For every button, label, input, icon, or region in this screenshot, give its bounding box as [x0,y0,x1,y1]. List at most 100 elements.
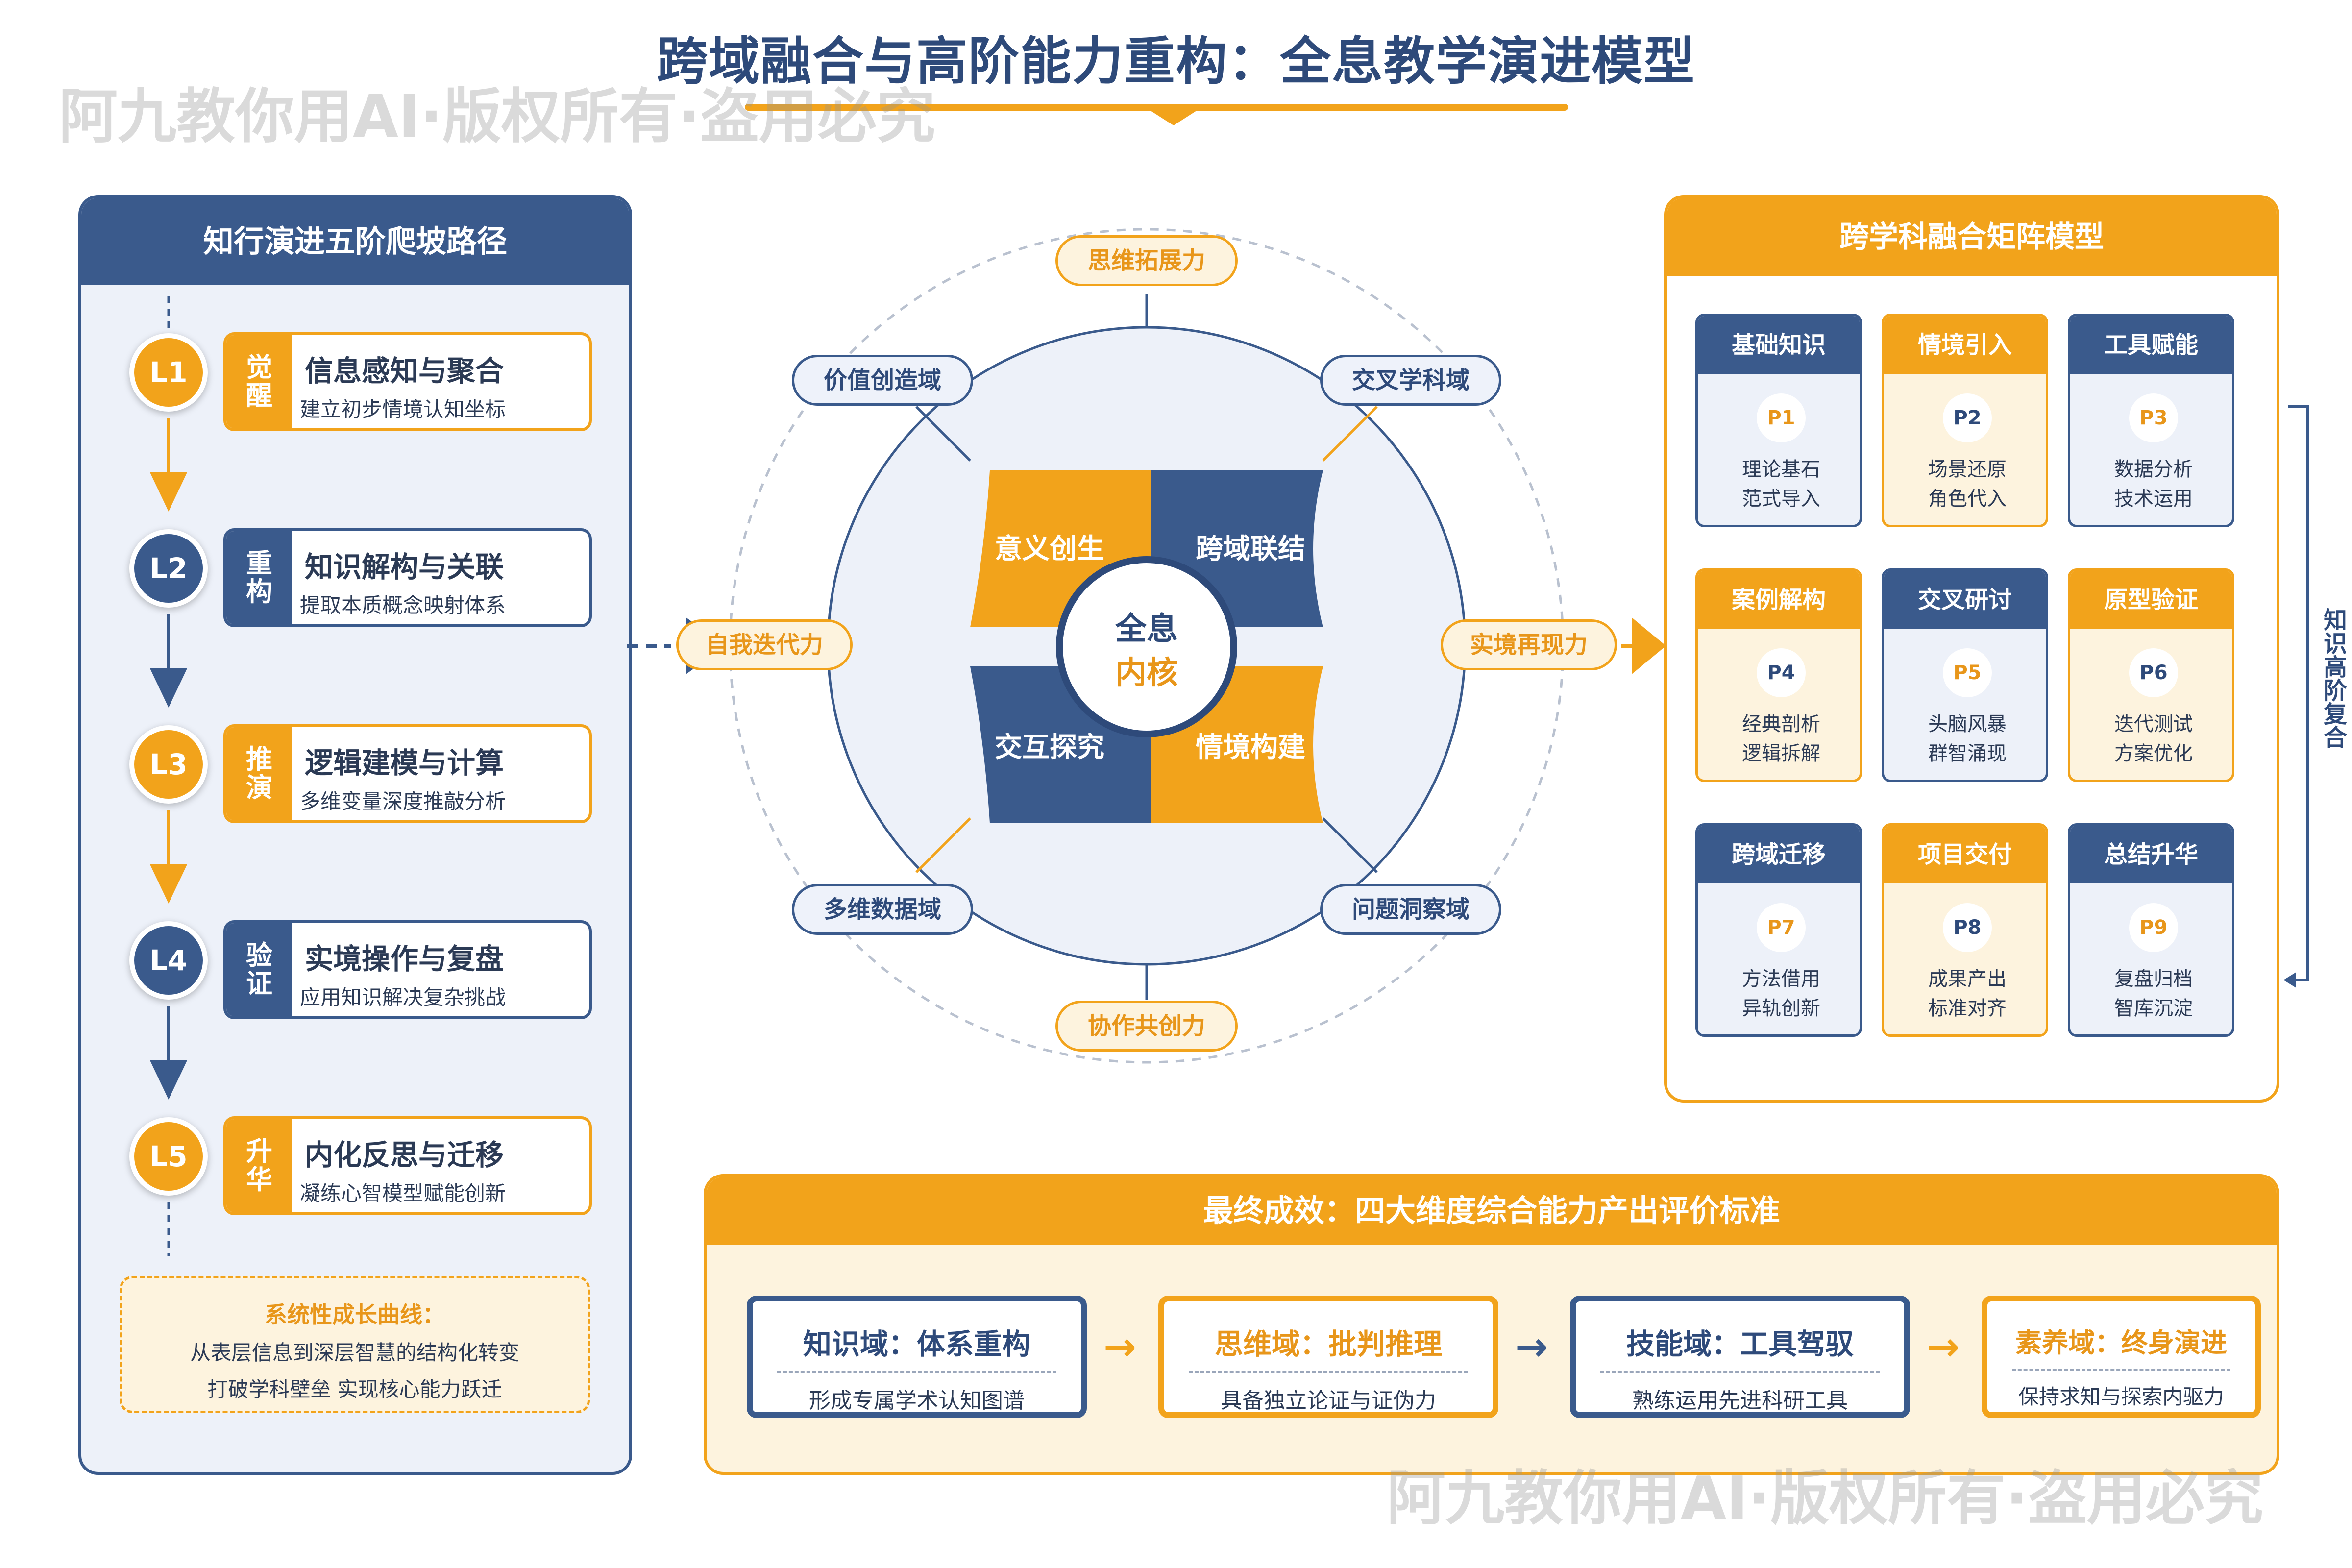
outcome-standards-header: 最终成效：四大维度综合能力产出评价标准 [707,1177,2277,1245]
matrix-cell-line: 迭代测试 [2114,713,2193,735]
domain-value-creation: 价值创造域 [792,355,973,406]
matrix-cell-head: 交叉研讨 [1884,571,2046,629]
matrix-cell-line: 成果产出 [1928,968,2007,990]
level-card-l4: 验 证 实境操作与复盘 应用知识解决复杂挑战 [223,920,592,1019]
level-subtitle-l2: 提取本质概念映射体系 [300,593,506,617]
matrix-cell-line: 方法借用 [1742,968,1820,990]
growth-curve-title: 系统性成长曲线： [265,1301,445,1328]
matrix-cell-p2: 情境引入 P2 场景还原 角色代入 [1882,314,2048,527]
matrix-cell-head: 案例解构 [1698,571,1860,629]
outcome-divider [1600,1371,1880,1373]
level-badge-l4: L4 [129,921,208,1000]
matrix-cell-code: P5 [1943,648,1992,697]
page-title: 跨域融合与高阶能力重构：全息教学演进模型 [656,31,1695,91]
level-card-l3: 推 演 逻辑建模与计算 多维变量深度推敲分析 [223,724,592,823]
level-badge-l2: L2 [129,529,208,608]
outcome-skills: 技能域：工具驾驭 熟练运用先进科研工具 [1570,1296,1910,1418]
power-self-iteration: 自我迭代力 [676,619,853,670]
matrix-cell-line: 异轨创新 [1742,997,1820,1020]
level-tag-char: 演 [246,772,272,803]
quadrant-label-interaction: 交互探究 [995,732,1104,763]
growth-curve-note: 系统性成长曲线： 从表层信息到深层智慧的结构化转变 打破学科壁垒 实现核心能力跃… [120,1276,590,1413]
matrix-cell-line: 方案优化 [2114,742,2193,765]
matrix-cell-line: 数据分析 [2114,458,2193,481]
matrix-cell-line: 范式导入 [1742,488,1820,510]
matrix-cell-p7: 跨域迁移 P7 方法借用 异轨创新 [1695,823,1862,1037]
domain-interdisciplinary: 交叉学科域 [1320,355,1501,406]
matrix-cell-p1: 基础知识 P1 理论基石 范式导入 [1695,314,1862,527]
core-circle [1056,556,1237,737]
matrix-cell-line: 智库沉淀 [2114,997,2193,1020]
five-stage-path-panel: 知行演进五阶爬坡路径 L1 觉 醒 信息感知与聚合 建立初步情境认知坐标 L2 … [78,195,632,1475]
level-tag-l1: 觉 醒 [226,335,292,428]
quadrant-label-crossdomain: 跨域联结 [1196,533,1305,565]
level-tag-char: 华 [246,1164,272,1195]
outcome-subtitle: 熟练运用先进科研工具 [1632,1388,1848,1413]
title-notch [1149,110,1198,125]
level-title-l3: 逻辑建模与计算 [305,746,504,780]
level-title-l1: 信息感知与聚合 [305,354,504,388]
level-tag-char: 构 [246,576,272,607]
matrix-cell-code: P7 [1757,903,1806,952]
matrix-cell-line: 场景还原 [1928,458,2007,481]
outcome-divider [777,1371,1056,1373]
outcome-divider [2012,1369,2230,1371]
outcome-title: 素养域：终身演进 [2015,1327,2227,1358]
matrix-cell-line: 复盘归档 [2114,968,2193,990]
level-tag-char: 醒 [246,380,272,411]
matrix-cell-line: 头脑风暴 [1928,713,2007,735]
quadrant-label-context: 情境构建 [1196,732,1305,763]
outcome-arrow: → [1515,1324,1548,1370]
level-title-l4: 实境操作与复盘 [305,942,504,976]
matrix-cell-code: P8 [1943,903,1992,952]
growth-curve-line: 打破学科壁垒 实现核心能力跃迁 [207,1377,502,1401]
matrix-cell-p5: 交叉研讨 P5 头脑风暴 群智涌现 [1882,568,2048,782]
level-card-l2: 重 构 知识解构与关联 提取本质概念映射体系 [223,528,592,627]
title-underline [745,104,1568,111]
level-tag-l3: 推 演 [226,727,292,820]
level-tag-char: 证 [246,968,272,999]
domain-multidimensional-data: 多维数据域 [792,884,973,935]
outcome-thinking: 思维域：批判推理 具备独立论证与证伪力 [1158,1296,1498,1418]
outcome-knowledge: 知识域：体系重构 形成专属学术认知图谱 [747,1296,1087,1418]
core-label-line2: 内核 [1115,655,1178,691]
outcome-standards-panel: 最终成效：四大维度综合能力产出评价标准 知识域：体系重构 形成专属学术认知图谱 … [704,1174,2279,1475]
watermark-top: 阿九教你用AI·版权所有·盗用必究 [59,83,935,151]
matrix-cell-code: P4 [1757,648,1806,697]
matrix-cell-code: P9 [2129,903,2178,952]
level-tag-char: 推 [246,744,272,775]
level-badge-l1: L1 [129,333,208,412]
level-subtitle-l4: 应用知识解决复杂挑战 [300,985,506,1009]
outcome-title: 技能域：工具驾驭 [1626,1327,1854,1361]
outcome-subtitle: 形成专属学术认知图谱 [809,1388,1025,1413]
matrix-cell-line: 经典剖析 [1742,713,1820,735]
interdisciplinary-matrix-panel: 跨学科融合矩阵模型 基础知识 P1 理论基石 范式导入 情境引入 P2 场景还原… [1664,195,2279,1102]
level-card-l1: 觉 醒 信息感知与聚合 建立初步情境认知坐标 [223,332,592,431]
outcome-arrow: → [1927,1324,1960,1370]
matrix-cell-code: P2 [1943,393,1992,442]
matrix-side-bracket [2283,405,2309,988]
matrix-cell-head: 总结升华 [2070,826,2232,883]
level-subtitle-l5: 凝练心智模型赋能创新 [300,1181,506,1205]
outcome-title: 知识域：体系重构 [803,1327,1030,1361]
level-subtitle-l3: 多维变量深度推敲分析 [300,789,506,813]
power-thinking-expansion: 思维拓展力 [1055,235,1238,286]
power-real-scene-reproduction: 实境再现力 [1441,619,1617,670]
level-badge-l5: L5 [129,1117,208,1196]
matrix-cell-head: 跨域迁移 [1698,826,1860,883]
level-card-l5: 升 华 内化反思与迁移 凝练心智模型赋能创新 [223,1116,592,1215]
level-tag-l5: 升 华 [226,1119,292,1212]
growth-curve-line: 从表层信息到深层智慧的结构化转变 [190,1341,519,1365]
level-badge-l3: L3 [129,725,208,804]
level-tag-l2: 重 构 [226,531,292,624]
core-label-line1: 全息 [1115,611,1178,647]
level-tag-l4: 验 证 [226,923,292,1016]
right-exit-arrow [1632,617,1666,674]
matrix-cell-line: 群智涌现 [1928,742,2007,765]
matrix-cell-head: 项目交付 [1884,826,2046,883]
level-tag-char: 觉 [246,352,272,383]
outcome-literacy: 素养域：终身演进 保持求知与探索内驱力 [1982,1296,2261,1418]
matrix-cell-p9: 总结升华 P9 复盘归档 智库沉淀 [2068,823,2234,1037]
level-tag-char: 升 [246,1136,272,1167]
outcome-divider [1189,1371,1468,1373]
